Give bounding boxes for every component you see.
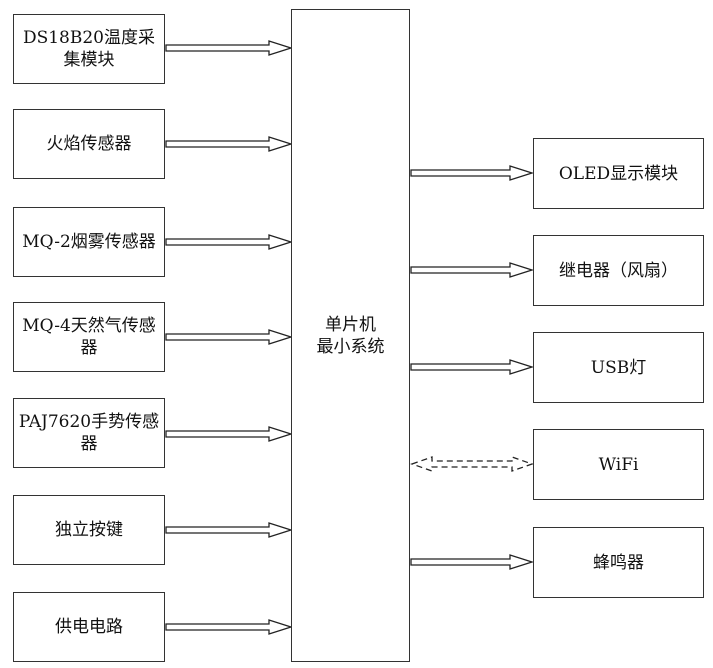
output-label-relay: 继电器（风扇）	[559, 260, 678, 281]
input-box-temp: DS18B20温度采集模块	[13, 14, 165, 84]
input-label-flame: 火焰传感器	[46, 134, 132, 154]
output-box-oled: OLED显示模块	[533, 138, 704, 209]
input-label-button: 独立按键	[55, 520, 123, 540]
input-label-gesture: PAJ7620手势传感器	[18, 412, 160, 454]
input-box-gas: MQ-4天然气传感器	[13, 302, 165, 372]
input-label-power: 供电电路	[55, 617, 123, 637]
output-box-buzzer: 蜂鸣器	[533, 527, 704, 598]
output-label-wifi: WiFi	[598, 454, 639, 475]
arrow-flame-to-mcu	[165, 136, 294, 152]
arrow-mcu-to-usb	[410, 359, 535, 375]
arrow-smoke-to-mcu	[165, 234, 294, 250]
input-label-temp: DS18B20温度采集模块	[22, 28, 156, 70]
arrow-gas-to-mcu	[165, 329, 294, 345]
input-label-gas: MQ-4天然气传感器	[22, 316, 156, 358]
mcu-label-line2: 最小系统	[316, 336, 385, 357]
arrow-power-to-mcu	[165, 619, 294, 635]
input-box-gesture: PAJ7620手势传感器	[13, 398, 165, 468]
input-box-smoke: MQ-2烟雾传感器	[13, 207, 165, 277]
output-box-usb: USB灯	[533, 332, 704, 403]
output-label-oled: OLED显示模块	[558, 163, 679, 184]
output-box-wifi: WiFi	[533, 429, 704, 500]
input-box-power: 供电电路	[13, 592, 165, 662]
input-label-smoke: MQ-2烟雾传感器	[22, 232, 156, 252]
output-box-relay: 继电器（风扇）	[533, 235, 704, 306]
arrow-mcu-wifi-bidirectional	[410, 456, 534, 472]
arrow-temp-to-mcu	[165, 40, 294, 56]
mcu-label-line1: 单片机	[325, 314, 376, 335]
mcu-box: 单片机 最小系统	[291, 9, 410, 662]
arrow-mcu-to-oled	[410, 165, 535, 181]
arrow-mcu-to-relay	[410, 262, 535, 278]
arrow-button-to-mcu	[165, 522, 294, 538]
input-box-button: 独立按键	[13, 495, 165, 565]
output-label-buzzer: 蜂鸣器	[593, 552, 644, 573]
output-label-usb: USB灯	[590, 357, 647, 378]
arrow-gesture-to-mcu	[165, 426, 294, 442]
mcu-label: 单片机 最小系统	[313, 314, 389, 358]
arrow-mcu-to-buzzer	[410, 554, 535, 570]
input-box-flame: 火焰传感器	[13, 109, 165, 179]
